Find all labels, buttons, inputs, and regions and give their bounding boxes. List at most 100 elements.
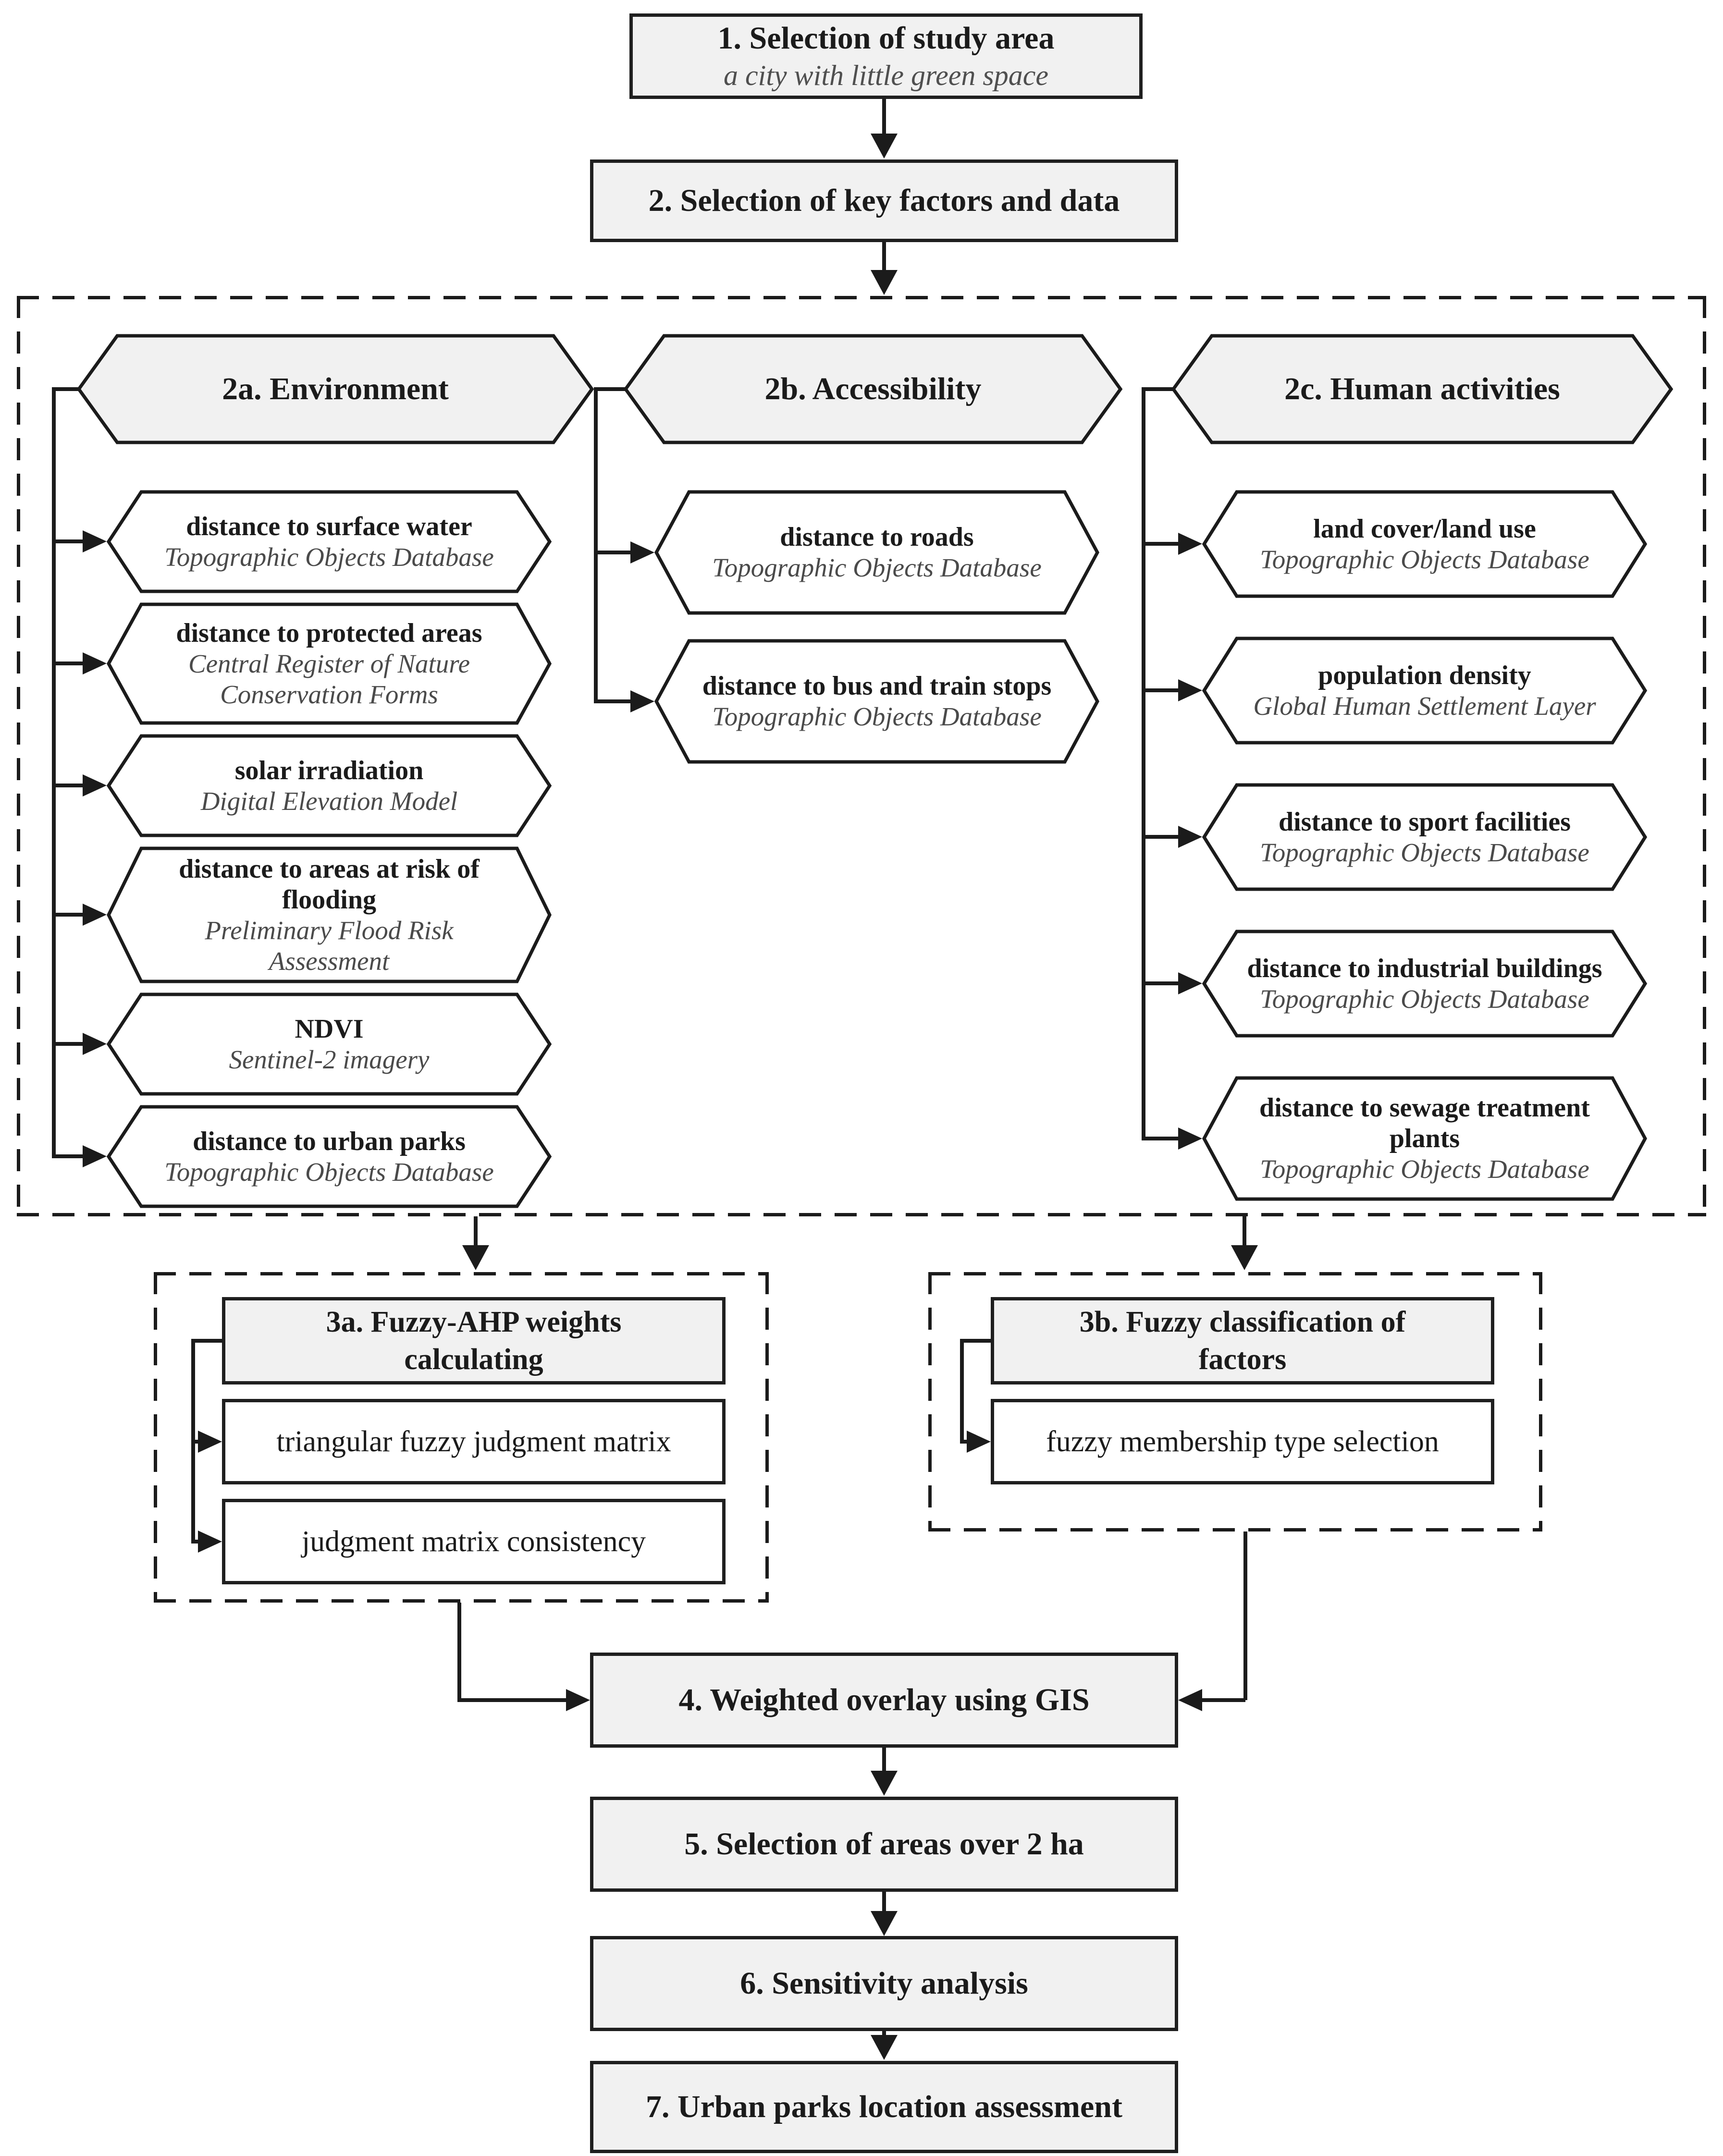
hexagon-shape [106, 490, 552, 593]
factor-source: Topographic Objects Database [712, 702, 1042, 731]
step2-box: 2. Selection of key factors and data [590, 159, 1178, 242]
hexagon-shape [1202, 1076, 1647, 1201]
factor-name: distance to sport facilities [1278, 807, 1571, 837]
hexagon-shape [107, 602, 552, 725]
step2-title: 2. Selection of key factors and data [648, 183, 1120, 218]
factor-name: NDVI [295, 1014, 364, 1044]
fuzzy-ahp-dashed-border-top [154, 1272, 769, 1275]
group-acc-header: 2b. Accessibility [623, 334, 1123, 444]
hexagon-shape [1202, 783, 1648, 891]
arrowhead-right-icon [83, 1145, 107, 1167]
factor-name: land cover/land use [1313, 514, 1536, 544]
factor-source: Digital Elevation Model [200, 786, 458, 816]
connector-line [457, 1603, 461, 1700]
connector-line [191, 1440, 202, 1444]
connector-line [882, 242, 886, 271]
connector-line [52, 387, 79, 391]
factor-name: distance to surface water [186, 511, 472, 541]
connector-line [1200, 1698, 1245, 1702]
fuzzy-class-dashed-border-bottom [928, 1528, 1542, 1531]
connector-line [52, 913, 84, 917]
connector-line [457, 1698, 567, 1702]
fuzzy-ahp-step-matrix: triangular fuzzy judgment matrix [222, 1399, 726, 1484]
fuzzy-ahp-header-label: 3a. Fuzzy-AHP weights calculating [326, 1306, 622, 1376]
connector-line [1142, 542, 1179, 546]
step1-box: 1. Selection of study area a city with l… [629, 13, 1143, 99]
connector-line [594, 387, 598, 703]
arrowhead-right-icon [198, 1431, 222, 1453]
arrowhead-right-icon [967, 1431, 991, 1453]
connector-line [1243, 1216, 1246, 1246]
hexagon-shape [106, 1105, 552, 1208]
factor-source: Topographic Objects Database [164, 1157, 494, 1187]
factor-surface-water: distance to surface water Topographic Ob… [106, 490, 552, 593]
group-hum-header: 2c. Human activities [1171, 334, 1674, 444]
fuzzy-ahp-step-label: triangular fuzzy judgment matrix [276, 1425, 671, 1458]
factor-ndvi: NDVI Sentinel-2 imagery [106, 992, 552, 1096]
fuzzy-ahp-dashed-border-right [765, 1272, 769, 1603]
factors-dashed-border-bottom [17, 1213, 1706, 1216]
factor-flood-risk: distance to areas at risk of flooding Pr… [107, 846, 552, 983]
factor-source: Topographic Objects Database [712, 553, 1042, 582]
step6-title: 6. Sensitivity analysis [740, 1966, 1028, 2001]
connector-line [474, 1216, 478, 1246]
arrowhead-down-icon [871, 134, 898, 159]
factor-source: Topographic Objects Database [164, 542, 494, 572]
factor-bus-train-stops: distance to bus and train stops Topograp… [654, 639, 1099, 764]
factor-name: distance to protected areas [176, 618, 482, 648]
arrowhead-right-icon [630, 690, 654, 712]
step6-box: 6. Sensitivity analysis [590, 1936, 1178, 2031]
fuzzy-ahp-dashed-border-bottom [154, 1599, 769, 1603]
step4-title: 4. Weighted overlay using GIS [678, 1682, 1090, 1717]
factor-protected-areas: distance to protected areas Central Regi… [107, 602, 552, 725]
factor-source: Sentinel-2 imagery [229, 1044, 430, 1074]
fuzzy-class-step-membership: fuzzy membership type selection [991, 1399, 1494, 1484]
connector-line [52, 539, 84, 543]
arrowhead-right-icon [83, 530, 107, 552]
arrowhead-down-icon [871, 1771, 898, 1796]
connector-line [1142, 688, 1179, 692]
connector-line [594, 699, 631, 703]
connector-line [594, 551, 631, 554]
factor-source: Global Human Settlement Layer [1253, 691, 1596, 721]
factor-source: Topographic Objects Database [1260, 544, 1589, 574]
connector-line [52, 387, 56, 1158]
fuzzy-class-header-label: 3b. Fuzzy classification of factors [1079, 1306, 1406, 1376]
fuzzy-class-dashed-border-right [1539, 1272, 1542, 1531]
fuzzy-class-dashed-border-top [928, 1272, 1542, 1275]
hexagon-shape [1202, 637, 1648, 745]
arrowhead-right-icon [83, 1033, 107, 1055]
connector-line [191, 1540, 202, 1544]
connector-line [1243, 1531, 1247, 1700]
factor-source: Topographic Objects Database [1260, 837, 1589, 867]
connector-line [960, 1339, 964, 1444]
factor-name: population density [1318, 660, 1531, 690]
factor-urban-parks: distance to urban parks Topographic Obje… [106, 1105, 552, 1208]
hexagon-shape [654, 639, 1099, 764]
group-acc-header-label: 2b. Accessibility [764, 371, 982, 406]
group-hum-header-label: 2c. Human activities [1284, 371, 1560, 406]
connector-line [594, 387, 626, 391]
fuzzy-class-dashed-border-left [928, 1272, 932, 1531]
step4-box: 4. Weighted overlay using GIS [590, 1653, 1178, 1748]
factor-name: distance to industrial buildings [1247, 953, 1602, 983]
arrowhead-right-icon [1178, 826, 1202, 848]
factor-name: distance to areas at risk of flooding [179, 854, 480, 915]
step5-box: 5. Selection of areas over 2 ha [590, 1797, 1178, 1892]
arrowhead-down-icon [871, 1911, 898, 1936]
factor-name: distance to bus and train stops [702, 671, 1052, 701]
factor-source: Topographic Objects Database [1260, 1154, 1589, 1184]
arrowhead-right-icon [1178, 1127, 1202, 1150]
step1-title: 1. Selection of study area [717, 21, 1055, 56]
arrowhead-right-icon [1178, 679, 1202, 701]
arrowhead-down-icon [462, 1245, 489, 1270]
factor-source: Central Register of Nature Conservation … [188, 649, 470, 709]
arrowhead-right-icon [198, 1531, 222, 1553]
fuzzy-ahp-step-consistency: judgment matrix consistency [222, 1499, 726, 1584]
factor-name: distance to urban parks [193, 1126, 466, 1156]
factor-name: distance to sewage treatment plants [1259, 1093, 1590, 1153]
step7-box: 7. Urban parks location assessment [590, 2061, 1178, 2153]
connector-line [960, 1440, 971, 1444]
arrowhead-down-icon [871, 270, 898, 295]
